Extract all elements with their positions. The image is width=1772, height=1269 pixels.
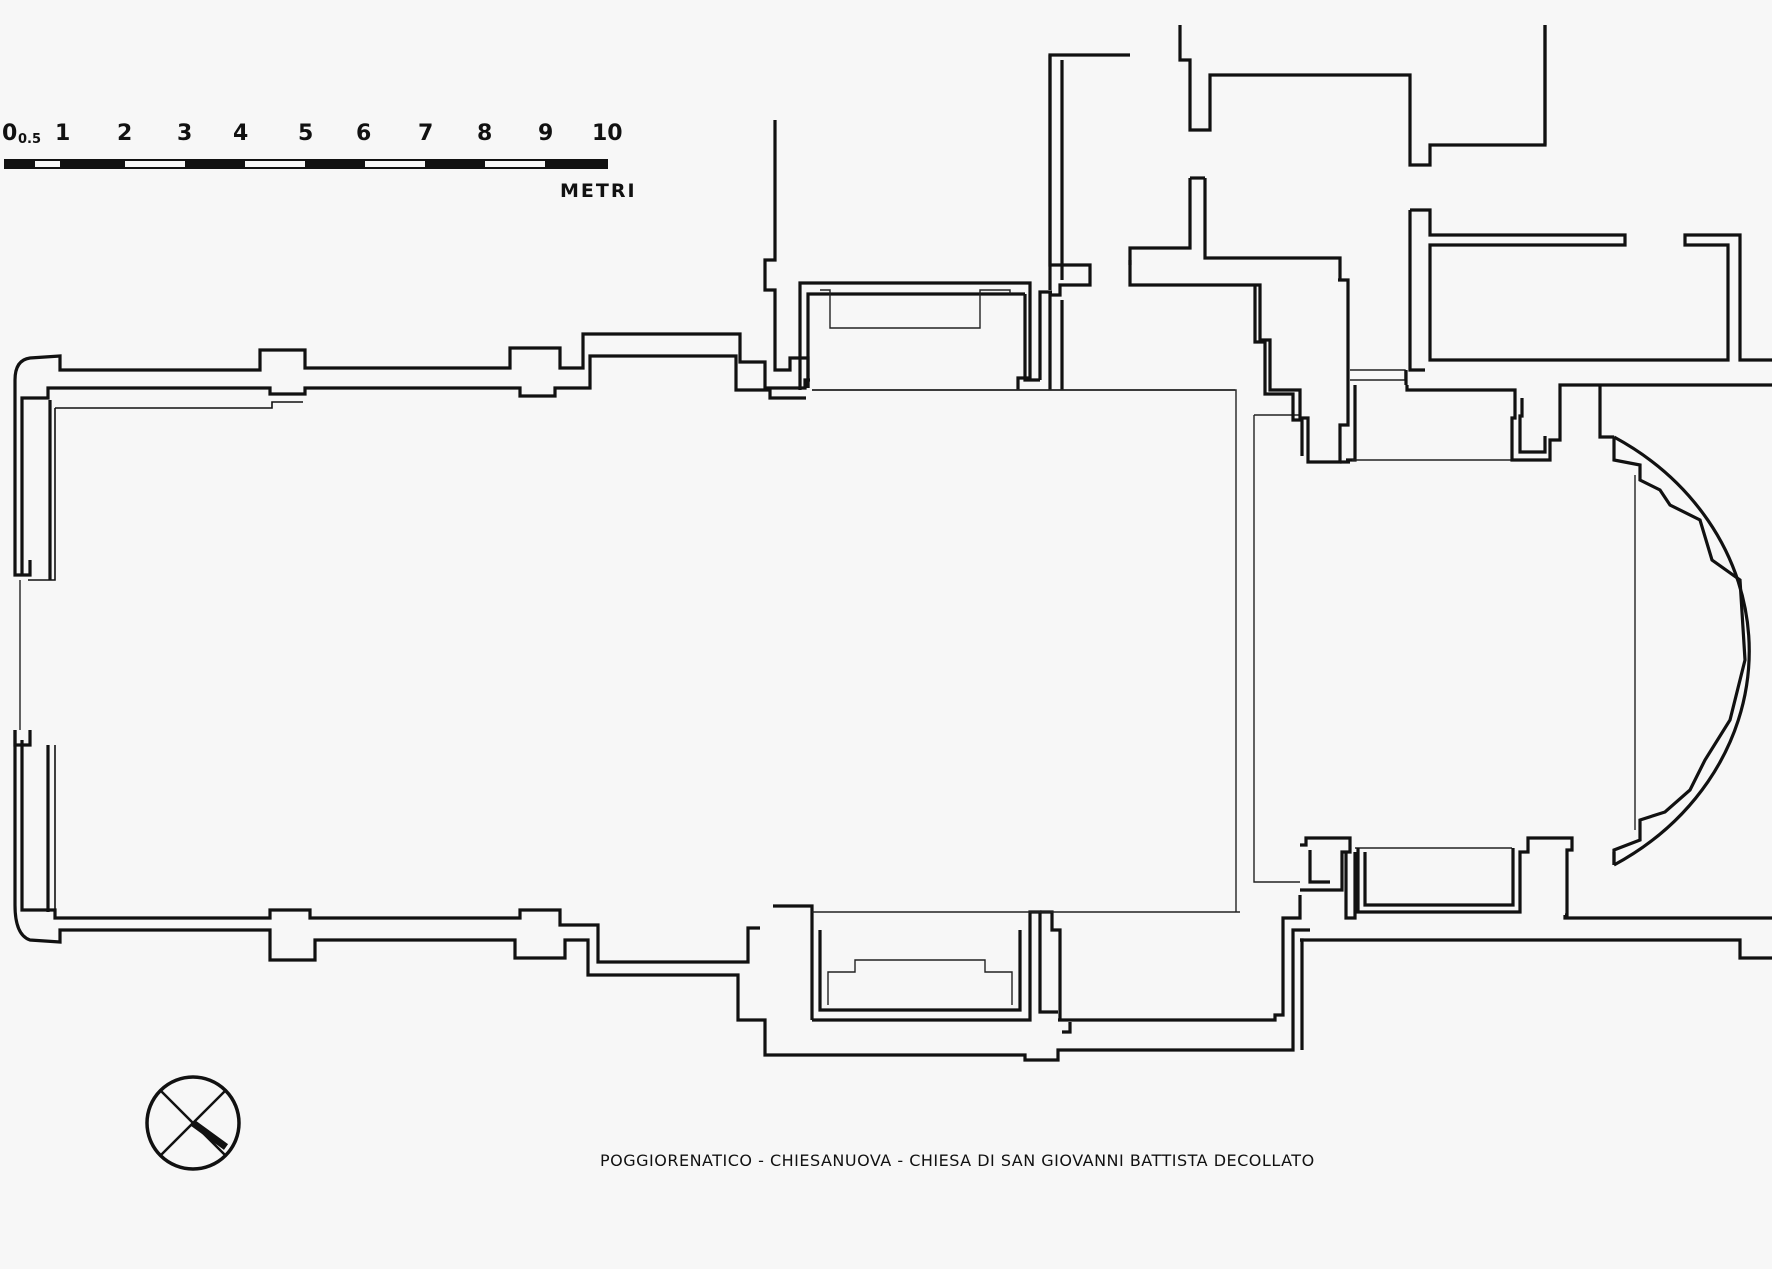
drawing-caption: POGGIORENATICO - CHIESANUOVA - CHIESA DI… — [600, 1151, 1315, 1170]
scale-tick-5: 5 — [298, 121, 313, 146]
scale-tick-2: 2 — [117, 121, 132, 146]
north-chapel — [763, 53, 1235, 391]
scale-units-label: METRI — [560, 180, 637, 202]
scale-tick-3: 3 — [177, 121, 192, 146]
annex-rooms — [1048, 25, 1772, 920]
scale-tick-1: 1 — [55, 121, 70, 146]
scale-tick-8: 8 — [477, 121, 492, 146]
apse — [1598, 385, 1751, 867]
south-chapel — [773, 904, 1285, 1034]
nave-interior-outline — [812, 389, 1300, 912]
scale-tick-7: 7 — [418, 121, 433, 146]
scale-tick-0: 0 — [2, 121, 17, 146]
nave-walls — [13, 332, 1310, 1062]
scale-tick-10: 10 — [592, 121, 623, 146]
scale-tick-4: 4 — [233, 121, 248, 146]
scale-tick-0-5: 0.5 — [18, 132, 41, 147]
scale-tick-6: 6 — [356, 121, 371, 146]
scale-bar: 0 0.5 1 2 3 4 5 6 7 8 9 10 METRI — [2, 121, 637, 202]
chancel-walls — [1128, 260, 1772, 1050]
north-arrow-icon — [145, 1075, 241, 1171]
scale-tick-9: 9 — [538, 121, 553, 146]
